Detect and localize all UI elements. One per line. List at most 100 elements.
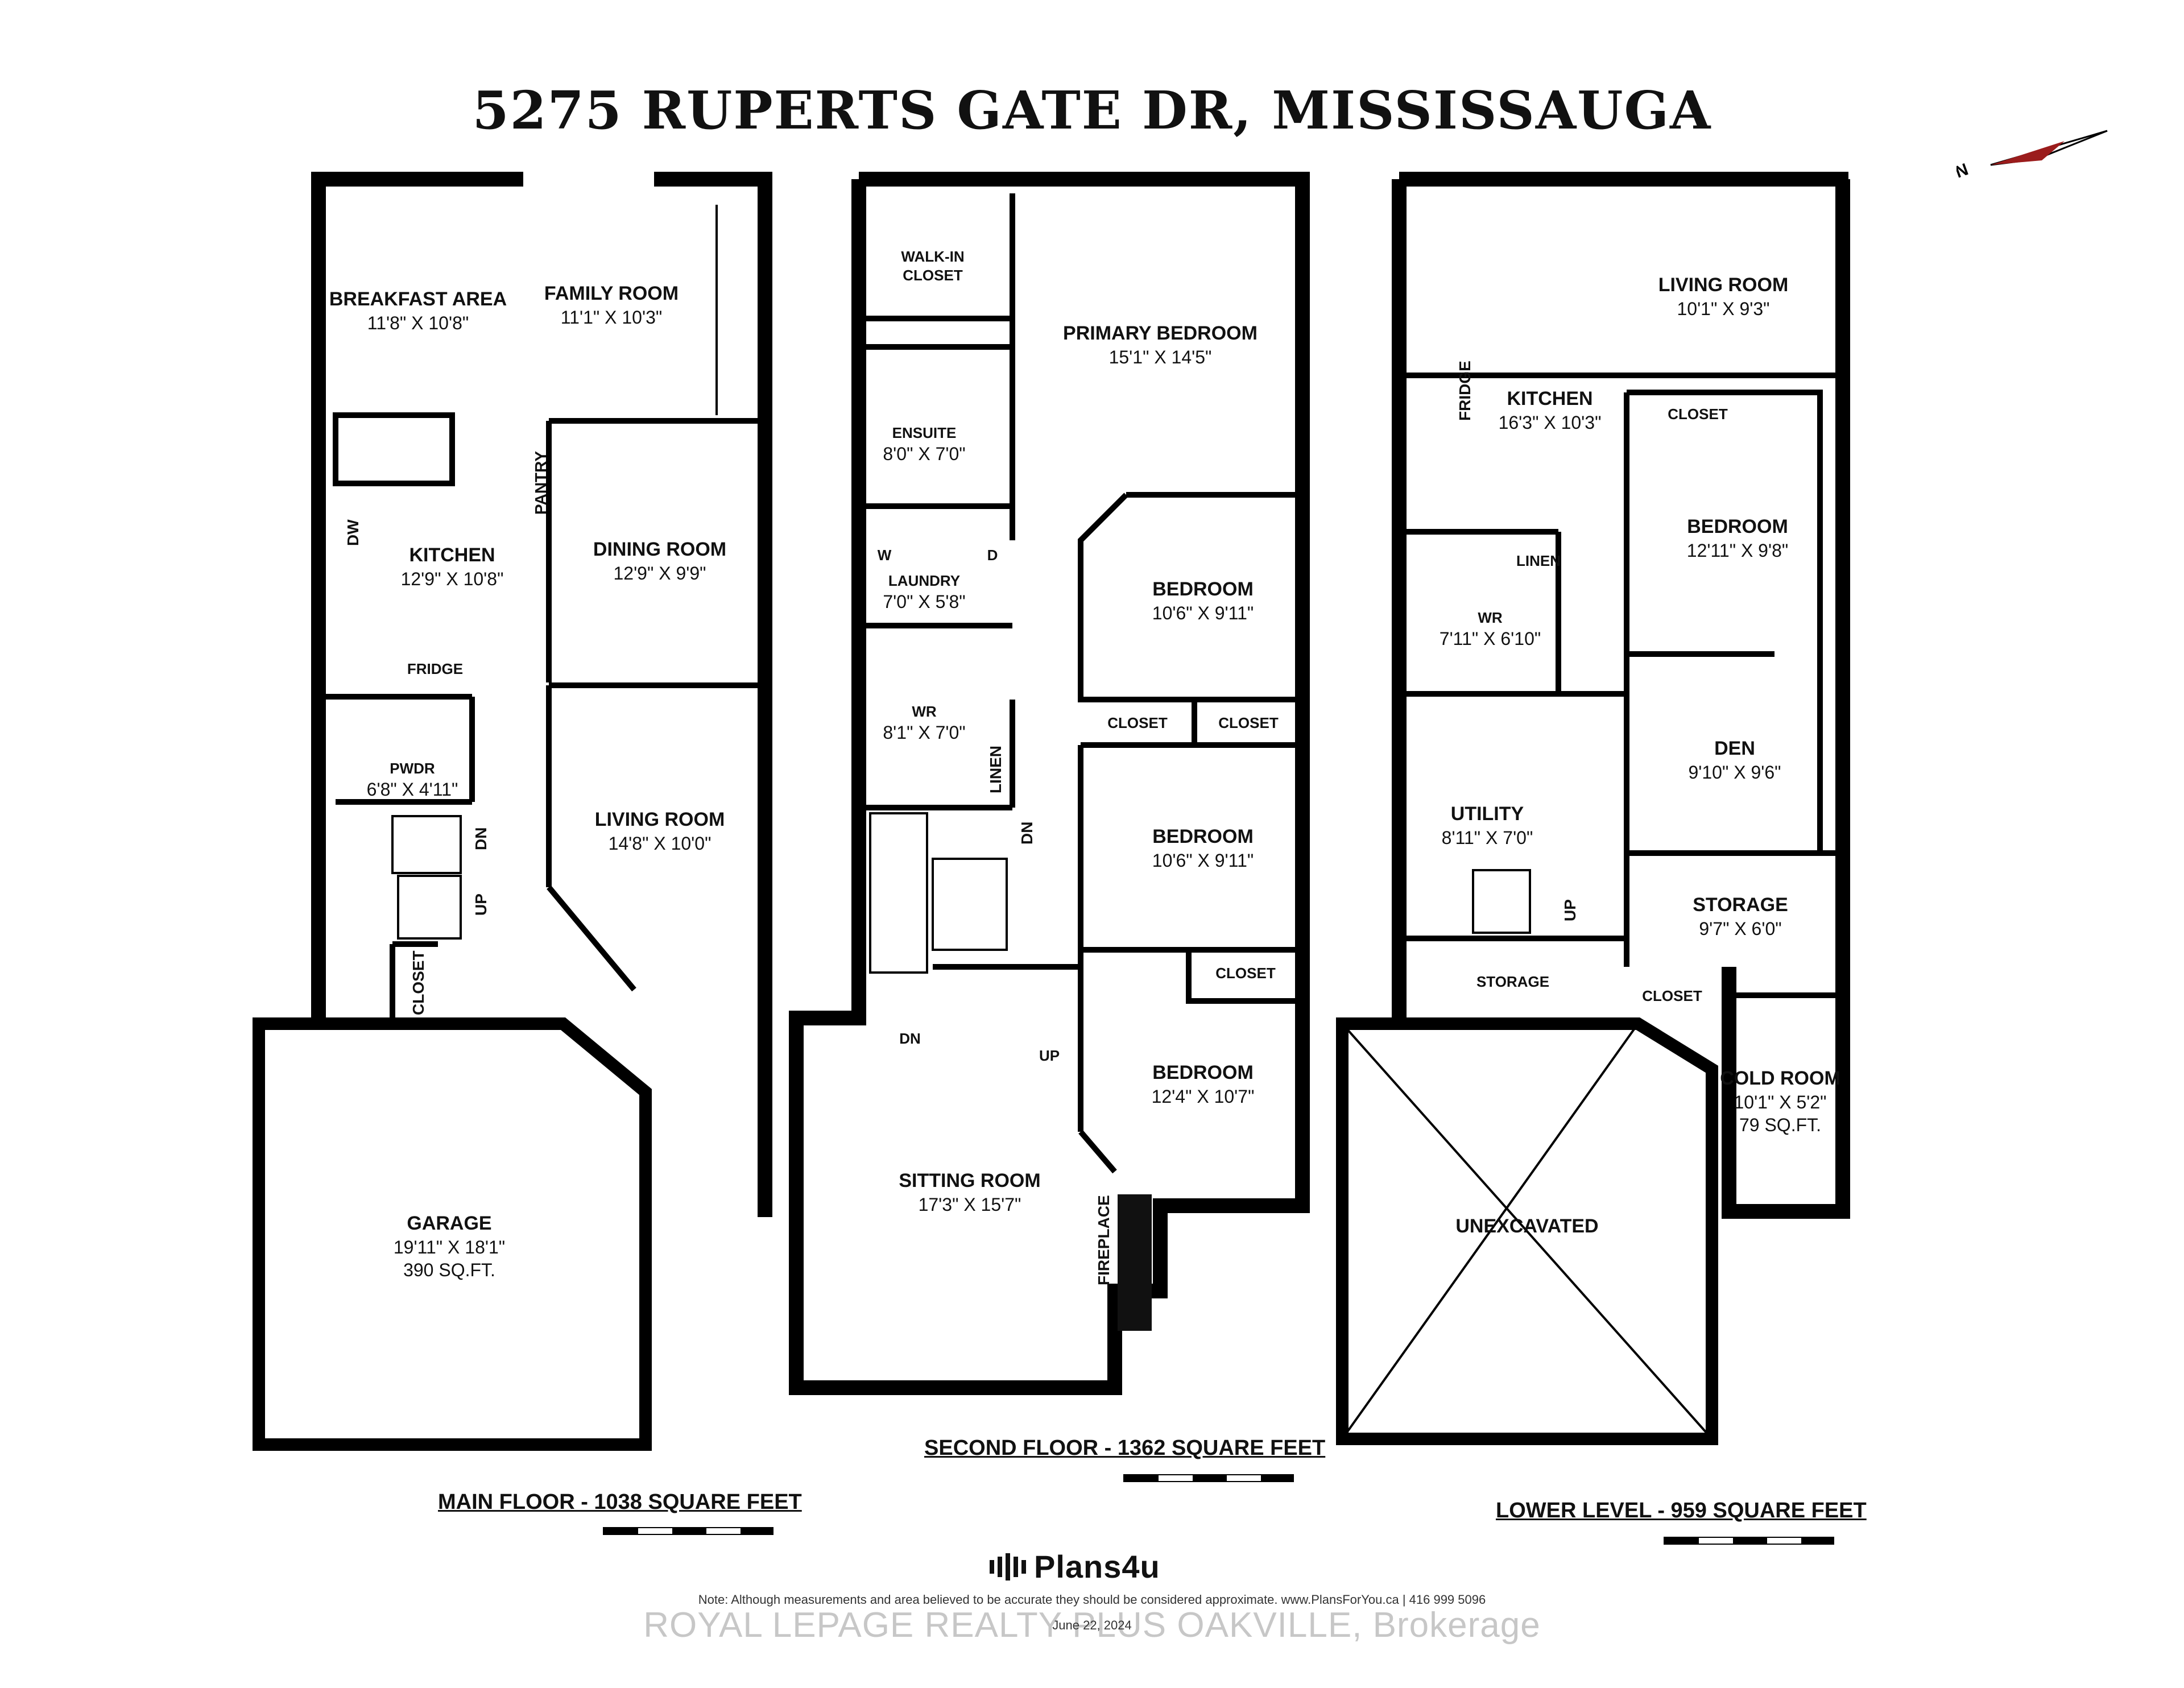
room-walk-in-closet: WALK-IN CLOSET bbox=[901, 247, 964, 284]
room-dimensions: 7'11" X 6'10" bbox=[1439, 628, 1541, 649]
room-dimensions: 19'11" X 18'1" bbox=[393, 1236, 506, 1257]
stair-down-label: DN bbox=[899, 1030, 921, 1047]
room-dimensions: 10'1" X 5'2" bbox=[1734, 1091, 1827, 1112]
room-washroom-lower: WR 7'11" X 6'10" bbox=[1440, 609, 1541, 650]
main-floor-outer-wall bbox=[311, 172, 523, 1018]
room-kitchen-lower: KITCHEN 16'3" X 10'3" bbox=[1499, 387, 1602, 434]
room-dimensions: 12'11" X 9'8" bbox=[1686, 540, 1789, 561]
stair-up-label: UP bbox=[1039, 1047, 1060, 1064]
room-dimensions: 15'1" X 14'5" bbox=[1108, 346, 1212, 367]
room-name: WR bbox=[1478, 609, 1503, 626]
room-dimensions: 12'9" X 9'9" bbox=[613, 562, 706, 584]
room-dimensions: 10'6" X 9'11" bbox=[1152, 602, 1254, 623]
plans4u-logo-icon bbox=[990, 1553, 1026, 1581]
plan-title: 5275 RUPERTS GATE DR, MISSISSAUGA bbox=[472, 80, 1712, 141]
room-bedroom-2: BEDROOM 10'6" X 9'11" bbox=[1152, 577, 1254, 624]
plans4u-logo: Plans4u bbox=[990, 1548, 1160, 1585]
room-bedroom-4: BEDROOM 12'4" X 10'7" bbox=[1152, 1061, 1255, 1108]
closet-label-2: CLOSET bbox=[1218, 714, 1279, 731]
room-dimensions: 16'3" X 10'3" bbox=[1498, 412, 1602, 433]
room-storage-2: STORAGE bbox=[1476, 973, 1550, 990]
room-name: KITCHEN bbox=[1507, 388, 1593, 409]
room-name: ENSUITE bbox=[892, 424, 957, 441]
room-dimensions: 11'8" X 10'8" bbox=[367, 312, 469, 333]
pantry-label: PANTRY bbox=[532, 451, 549, 515]
room-laundry: LAUNDRY 7'0" X 5'8" bbox=[883, 572, 965, 613]
second-floor-scale-bar bbox=[1123, 1474, 1294, 1482]
room-cold-room: COLD ROOM 10'1" X 5'2" 79 SQ.FT. bbox=[1720, 1066, 1840, 1136]
room-sitting-room: SITTING ROOM 17'3" X 15'7" bbox=[899, 1169, 1040, 1216]
room-unexcavated: UNEXCAVATED bbox=[1455, 1215, 1599, 1237]
stair-up-label: UP bbox=[472, 893, 490, 916]
room-den: DEN 9'10" X 9'6" bbox=[1688, 737, 1781, 784]
stair-down-label: DN bbox=[472, 827, 490, 850]
second-floor-label: SECOND FLOOR - 1362 SQUARE FEET bbox=[924, 1436, 1326, 1460]
lower-level-outer-wall bbox=[1399, 172, 1850, 1219]
brand-name: Plans4u bbox=[1034, 1549, 1160, 1584]
room-name: PRIMARY BEDROOM bbox=[1063, 322, 1258, 344]
room-garage: GARAGE 19'11" X 18'1" 390 SQ.FT. bbox=[394, 1211, 505, 1281]
room-dimensions: 12'4" X 10'7" bbox=[1151, 1086, 1255, 1107]
room-name: COLD ROOM bbox=[1720, 1068, 1840, 1089]
room-dimensions: 8'1" X 7'0" bbox=[883, 722, 966, 743]
fireplace-label: FIREPLACE bbox=[1095, 1195, 1112, 1285]
closet-label: CLOSET bbox=[410, 950, 427, 1015]
main-floor-scale-bar bbox=[603, 1527, 774, 1535]
plan-date: June 22, 2024 bbox=[1052, 1618, 1132, 1632]
dryer-label: D bbox=[987, 547, 998, 564]
room-dimensions: 10'1" X 9'3" bbox=[1677, 298, 1770, 319]
room-name: KITCHEN bbox=[409, 544, 495, 566]
room-family-room: FAMILY ROOM 11'1" X 10'3" bbox=[544, 282, 679, 329]
second-floor-outer-wall bbox=[789, 172, 1310, 1395]
room-name: UTILITY bbox=[1450, 803, 1524, 825]
lower-level-scale-bar bbox=[1664, 1537, 1834, 1545]
closet-label-1: CLOSET bbox=[1107, 714, 1168, 731]
fridge-label-lower: FRIDGE bbox=[1456, 361, 1474, 421]
room-kitchen-main: KITCHEN 12'9" X 10'8" bbox=[401, 543, 504, 590]
room-name: GARAGE bbox=[407, 1213, 492, 1234]
fridge-label: FRIDGE bbox=[407, 660, 464, 677]
stair-up-label-lower: UP bbox=[1561, 899, 1579, 921]
room-dimensions: 8'11" X 7'0" bbox=[1441, 827, 1533, 848]
room-breakfast-area: BREAKFAST AREA 11'8" X 10'8" bbox=[329, 287, 507, 334]
room-dimensions: 6'8" X 4'11" bbox=[366, 779, 458, 800]
garage-wall bbox=[253, 1017, 652, 1451]
room-primary-bedroom: PRIMARY BEDROOM 15'1" X 14'5" bbox=[1063, 321, 1258, 369]
room-dimensions: 8'0" X 7'0" bbox=[883, 443, 966, 464]
room-dimensions: 12'9" X 10'8" bbox=[400, 568, 504, 589]
room-area: 79 SQ.FT. bbox=[1739, 1114, 1822, 1135]
room-name: FAMILY ROOM bbox=[544, 283, 679, 304]
room-bedroom-3: BEDROOM 10'6" X 9'11" bbox=[1152, 825, 1254, 872]
room-dimensions: 17'3" X 15'7" bbox=[918, 1194, 1021, 1215]
room-dimensions: 14'8" X 10'0" bbox=[608, 833, 712, 854]
north-arrow-icon: N bbox=[1956, 130, 2108, 182]
room-dimensions: 9'7" X 6'0" bbox=[1699, 918, 1782, 939]
room-name: BEDROOM bbox=[1152, 826, 1254, 847]
room-name: DINING ROOM bbox=[593, 539, 727, 560]
room-living-room-main: LIVING ROOM 14'8" X 10'0" bbox=[595, 808, 725, 855]
room-washroom-second: WR 8'1" X 7'0" bbox=[883, 702, 965, 744]
disclaimer-note: Note: Although measurements and area bel… bbox=[698, 1592, 1486, 1607]
room-name: BEDROOM bbox=[1152, 578, 1254, 600]
room-name: BEDROOM bbox=[1152, 1062, 1254, 1083]
room-storage-1: STORAGE 9'7" X 6'0" bbox=[1693, 893, 1788, 940]
closet-label-lower-1: CLOSET bbox=[1668, 406, 1728, 423]
room-dimensions: 10'6" X 9'11" bbox=[1152, 850, 1254, 871]
room-name: PWDR bbox=[390, 760, 435, 777]
closet-label-lower-2: CLOSET bbox=[1642, 987, 1702, 1004]
room-name: WR bbox=[912, 703, 937, 720]
room-name: LIVING ROOM bbox=[594, 809, 725, 830]
room-name: DEN bbox=[1714, 738, 1755, 759]
room-name: LAUNDRY bbox=[888, 572, 961, 589]
room-bedroom-lower: BEDROOM 12'11" X 9'8" bbox=[1687, 515, 1788, 562]
linen-label-lower: LINEN bbox=[1516, 552, 1561, 569]
room-area: 390 SQ.FT. bbox=[403, 1259, 495, 1280]
room-dimensions: 7'0" X 5'8" bbox=[883, 591, 966, 612]
room-name-2: CLOSET bbox=[903, 266, 963, 284]
room-powder-room: PWDR 6'8" X 4'11" bbox=[367, 759, 458, 801]
main-floor-label: MAIN FLOOR - 1038 SQUARE FEET bbox=[438, 1490, 802, 1514]
room-name: WALK-IN bbox=[901, 248, 965, 265]
brokerage-watermark: ROYAL LEPAGE REALTY PLUS OAKVILLE, Broke… bbox=[643, 1606, 1541, 1645]
room-name: LIVING ROOM bbox=[1658, 274, 1789, 296]
